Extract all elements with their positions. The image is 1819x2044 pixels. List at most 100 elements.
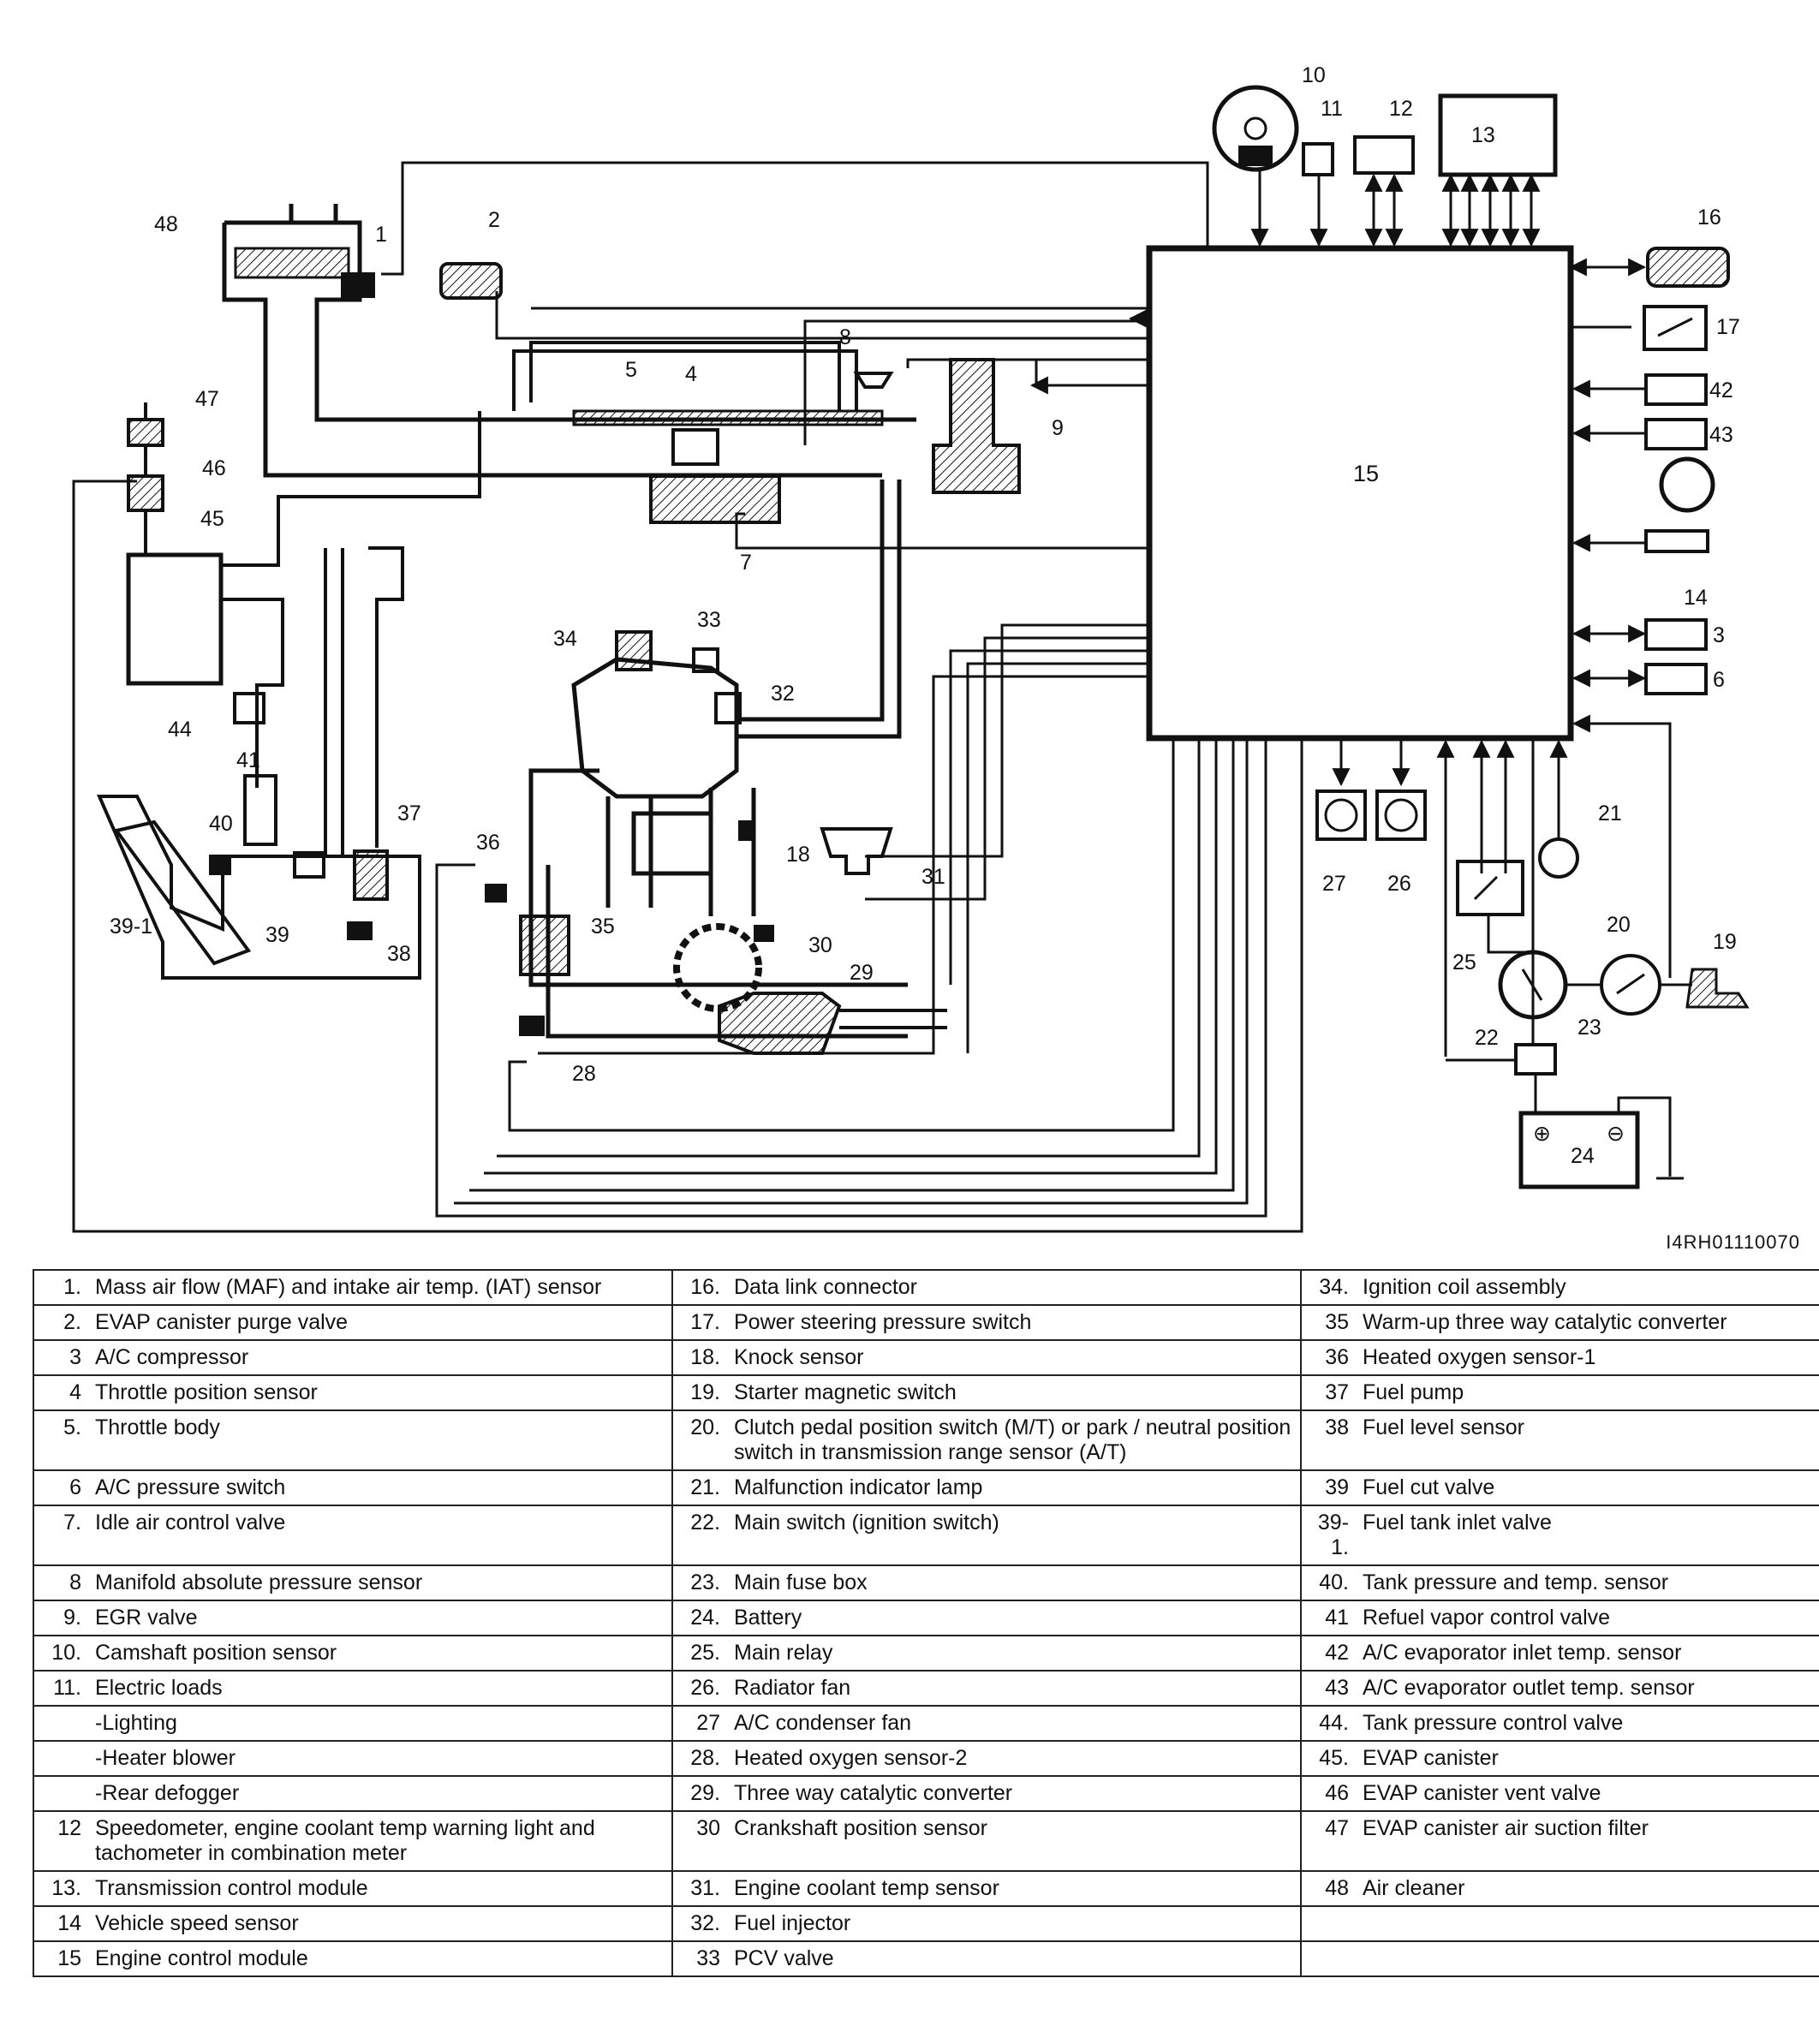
callout: 18 xyxy=(786,843,810,867)
legend-item-number: 22. xyxy=(671,1505,729,1566)
ecm-label: 15 xyxy=(1353,461,1379,486)
callout: 11 xyxy=(1321,97,1343,121)
ac-evaporator-outlet-temp-sensor-box xyxy=(1644,418,1708,450)
legend-item-text: Warm-up three way catalytic converter xyxy=(1357,1304,1819,1341)
fuel-pump xyxy=(353,849,389,901)
legend-item-text: Fuel pump xyxy=(1357,1374,1819,1411)
legend-item-number: 28. xyxy=(671,1740,729,1777)
legend-item-text: Fuel tank inlet valve xyxy=(1357,1505,1819,1566)
callout: 6 xyxy=(1713,668,1725,692)
legend-item-text: Clutch pedal position switch (M/T) or pa… xyxy=(729,1409,1302,1471)
fuel-level-sensor xyxy=(347,921,373,940)
legend-item-number: 41 xyxy=(1300,1600,1357,1636)
legend-item-text: Battery xyxy=(729,1600,1302,1636)
legend-item-text: EVAP canister purge valve xyxy=(90,1304,673,1341)
callout: 16 xyxy=(1697,206,1721,229)
legend-item-number xyxy=(33,1705,90,1742)
ecm-io-arrows xyxy=(1029,171,1672,1057)
legend-item-number: 10. xyxy=(33,1635,90,1672)
legend-row: 1.Mass air flow (MAF) and intake air tem… xyxy=(33,1269,1819,1306)
legend-item-number: 46 xyxy=(1300,1775,1357,1812)
callout: 45 xyxy=(200,507,224,531)
legend-item-number: 1. xyxy=(33,1269,90,1306)
callout: 5 xyxy=(625,358,637,382)
evap-canister-purge-valve xyxy=(439,262,503,300)
legend-item-number: 6 xyxy=(33,1469,90,1506)
legend-item-text: Data link connector xyxy=(729,1269,1302,1306)
callout: 42 xyxy=(1709,378,1733,402)
callout: 17 xyxy=(1716,315,1740,339)
legend-item-text: Malfunction indicator lamp xyxy=(729,1469,1302,1506)
legend-item-number: 26. xyxy=(671,1670,729,1707)
legend-item-number: 34. xyxy=(1300,1269,1357,1306)
pcv-valve xyxy=(692,647,719,673)
legend-item-text: PCV valve xyxy=(729,1940,1302,1977)
legend-item-text: -Lighting xyxy=(90,1705,673,1742)
starter-magnetic-switch xyxy=(1685,968,1750,1009)
ignition-coil-assembly xyxy=(615,630,653,671)
main-fuse-box xyxy=(1514,1043,1557,1076)
coolant-temp-sensor xyxy=(820,827,893,875)
callout: 44 xyxy=(168,718,192,742)
legend-item-text: Refuel vapor control valve xyxy=(1357,1600,1819,1636)
tank-pressure-temp-sensor xyxy=(209,855,231,875)
legend-item-number: 14 xyxy=(33,1905,90,1942)
callout: 14 xyxy=(1684,586,1708,610)
heated-oxygen-sensor-2 xyxy=(519,1016,545,1036)
legend-item-text: Main switch (ignition switch) xyxy=(729,1505,1302,1566)
legend-item-text: EVAP canister xyxy=(1357,1740,1819,1777)
legend-item-number: 11. xyxy=(33,1670,90,1707)
callout: 40 xyxy=(209,812,233,836)
callout: 46 xyxy=(202,456,226,480)
callout: 48 xyxy=(154,212,178,236)
callout: 9 xyxy=(1052,416,1064,440)
figure-code: I4RH01110070 xyxy=(1666,1231,1800,1253)
legend-body: 1.Mass air flow (MAF) and intake air tem… xyxy=(33,1269,1819,1977)
legend-item-text: Knock sensor xyxy=(729,1339,1302,1376)
ground-wires xyxy=(1446,915,1692,1180)
callout: 39-1 xyxy=(110,915,152,939)
legend-item-number: 39-1. xyxy=(1300,1505,1357,1566)
callout: 22 xyxy=(1475,1026,1499,1050)
legend-item-number: 21. xyxy=(671,1469,729,1506)
legend-item-text: Engine control module xyxy=(90,1940,673,1977)
callout: 41 xyxy=(236,748,260,772)
legend-item-text: Heated oxygen sensor-2 xyxy=(729,1740,1302,1777)
air-cleaner xyxy=(222,204,362,360)
ac-pressure-switch-box xyxy=(1644,663,1708,695)
legend-item-text: Tank pressure control valve xyxy=(1357,1705,1819,1742)
callout: 3 xyxy=(1713,623,1725,647)
legend-item-text: Tank pressure and temp. sensor xyxy=(1357,1564,1819,1601)
throttle-body xyxy=(572,409,884,426)
legend-item-number: 35 xyxy=(1300,1304,1357,1341)
callout: 2 xyxy=(488,208,500,232)
legend-item-text: Ignition coil assembly xyxy=(1357,1269,1819,1306)
legend-item-number: 37 xyxy=(1300,1374,1357,1411)
legend-item-text: Air cleaner xyxy=(1357,1870,1819,1907)
engine-block xyxy=(528,480,908,1039)
ac-evaporator-inlet-temp-sensor-box xyxy=(1644,373,1708,406)
legend-item-text: Speedometer, engine coolant temp warning… xyxy=(90,1810,673,1872)
legend-item-number: 3 xyxy=(33,1339,90,1376)
legend-item-number: 2. xyxy=(33,1304,90,1341)
legend-item-number: 4 xyxy=(33,1374,90,1411)
legend-item-text: A/C evaporator outlet temp. sensor xyxy=(1357,1670,1819,1707)
legend-item-number xyxy=(1300,1905,1357,1942)
legend-item-text: A/C evaporator inlet temp. sensor xyxy=(1357,1635,1819,1672)
wiring-harness xyxy=(72,161,1303,1233)
egr-valve xyxy=(932,358,1021,494)
legend-item-number: 7. xyxy=(33,1505,90,1566)
callout: 10 xyxy=(1302,63,1326,87)
legend-item-number: 17. xyxy=(671,1304,729,1341)
legend-item-text: -Heater blower xyxy=(90,1740,673,1777)
malfunction-indicator-lamp xyxy=(1538,837,1579,879)
legend-item-text: Fuel injector xyxy=(729,1905,1302,1942)
legend-item-number: 20. xyxy=(671,1409,729,1471)
evap-canister xyxy=(126,552,224,686)
legend-item-number: 31. xyxy=(671,1870,729,1907)
legend-item-number: 12 xyxy=(33,1810,90,1872)
